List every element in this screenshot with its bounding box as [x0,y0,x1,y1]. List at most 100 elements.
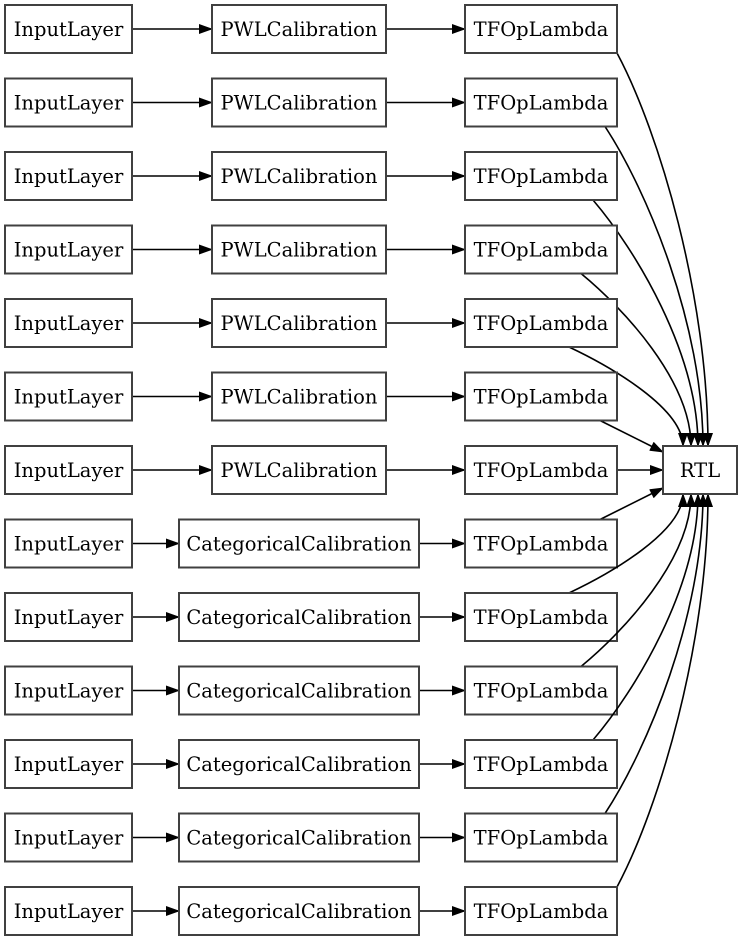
node-input-layer-0: InputLayer [4,4,133,54]
node-categorical-calibration-11: CategoricalCalibration [178,812,420,863]
node-pwl-calibration-3: PWLCalibration [211,224,387,275]
node-pwl-calibration-0-label: PWLCalibration [221,18,378,41]
node-input-layer-6: InputLayer [4,445,133,495]
node-tfop-lambda-2: TFOpLambda [464,151,618,201]
node-categorical-calibration-10-label: CategoricalCalibration [186,753,412,776]
node-pwl-calibration-1-box [211,77,387,128]
node-rtl: RTL [662,445,738,495]
node-input-layer-9-box [4,665,133,716]
node-tfop-lambda-9: TFOpLambda [464,665,618,716]
edge-op-to-rtl-2 [592,199,703,447]
node-input-layer-1-box [4,77,133,128]
node-tfop-lambda-10: TFOpLambda [464,739,618,789]
node-input-layer-4-label: InputLayer [14,312,124,335]
node-pwl-calibration-4: PWLCalibration [211,298,387,348]
node-input-layer-11: InputLayer [4,812,133,863]
node-pwl-calibration-6-label: PWLCalibration [221,459,378,482]
node-tfop-lambda-5-label: TFOpLambda [474,386,609,409]
node-pwl-calibration-3-label: PWLCalibration [221,239,378,262]
node-input-layer-3: InputLayer [4,224,133,275]
node-input-layer-6-box [4,445,133,495]
node-pwl-calibration-1: PWLCalibration [211,77,387,128]
node-categorical-calibration-10-box [178,739,420,789]
node-categorical-calibration-7: CategoricalCalibration [178,518,420,569]
node-pwl-calibration-4-box [211,298,387,348]
edge-op-to-rtl-11 [604,493,708,814]
node-tfop-lambda-10-box [464,739,618,789]
node-input-layer-9: InputLayer [4,665,133,716]
node-tfop-lambda-8-box [464,592,618,642]
node-tfop-lambda-12-box [464,886,618,936]
node-tfop-lambda-2-label: TFOpLambda [474,165,609,188]
node-categorical-calibration-8-box [178,592,420,642]
node-input-layer-7-box [4,518,133,569]
node-pwl-calibration-5: PWLCalibration [211,371,387,422]
node-categorical-calibration-7-label: CategoricalCalibration [186,533,412,556]
node-pwl-calibration-5-box [211,371,387,422]
node-tfop-lambda-7: TFOpLambda [464,518,618,569]
node-input-layer-6-label: InputLayer [14,459,124,482]
node-categorical-calibration-8-label: CategoricalCalibration [186,606,412,629]
node-tfop-lambda-8-label: TFOpLambda [474,606,609,629]
node-input-layer-5-label: InputLayer [14,386,124,409]
node-rtl-box [662,445,738,495]
node-tfop-lambda-3-box [464,224,618,275]
node-tfop-lambda-11-label: TFOpLambda [474,827,609,850]
node-input-layer-4-box [4,298,133,348]
node-input-layer-0-box [4,4,133,54]
node-tfop-lambda-1: TFOpLambda [464,77,618,128]
node-input-layer-11-box [4,812,133,863]
node-tfop-lambda-7-label: TFOpLambda [474,533,609,556]
node-tfop-lambda-4-label: TFOpLambda [474,312,609,335]
node-pwl-calibration-4-label: PWLCalibration [221,312,378,335]
node-tfop-lambda-6: TFOpLambda [464,445,618,495]
node-input-layer-2: InputLayer [4,151,133,201]
edge-op-to-rtl-8 [568,493,688,594]
node-pwl-calibration-0-box [211,4,387,54]
edge-op-to-rtl-1 [604,126,708,447]
node-tfop-lambda-5: TFOpLambda [464,371,618,422]
node-input-layer-3-box [4,224,133,275]
node-tfop-lambda-5-box [464,371,618,422]
node-categorical-calibration-7-box [178,518,420,569]
node-input-layer-10-label: InputLayer [14,753,124,776]
node-input-layer-11-label: InputLayer [14,827,124,850]
node-input-layer-1: InputLayer [4,77,133,128]
node-tfop-lambda-12: TFOpLambda [464,886,618,936]
node-tfop-lambda-6-label: TFOpLambda [474,459,609,482]
node-tfop-lambda-0-box [464,4,618,54]
node-pwl-calibration-2: PWLCalibration [211,151,387,201]
node-pwl-calibration-5-label: PWLCalibration [221,386,378,409]
node-categorical-calibration-12-label: CategoricalCalibration [186,900,412,923]
node-input-layer-2-box [4,151,133,201]
node-input-layer-10-box [4,739,133,789]
node-input-layer-5-box [4,371,133,422]
node-input-layer-10: InputLayer [4,739,133,789]
node-input-layer-12-label: InputLayer [14,900,124,923]
node-tfop-lambda-1-box [464,77,618,128]
edge-op-to-rtl-4 [568,346,688,447]
node-input-layer-3-label: InputLayer [14,239,124,262]
node-input-layer-2-label: InputLayer [14,165,124,188]
edge-op-to-rtl-0 [616,52,713,447]
node-tfop-lambda-4: TFOpLambda [464,298,618,348]
node-categorical-calibration-9-label: CategoricalCalibration [186,680,412,703]
node-pwl-calibration-2-label: PWLCalibration [221,165,378,188]
node-input-layer-5: InputLayer [4,371,133,422]
node-tfop-lambda-3: TFOpLambda [464,224,618,275]
node-categorical-calibration-9-box [178,665,420,716]
edge-op-to-rtl-3 [580,272,696,447]
node-tfop-lambda-8: TFOpLambda [464,592,618,642]
node-tfop-lambda-10-label: TFOpLambda [474,753,609,776]
node-tfop-lambda-3-label: TFOpLambda [474,239,609,262]
node-tfop-lambda-1-label: TFOpLambda [474,92,609,115]
node-input-layer-8: InputLayer [4,592,133,642]
node-tfop-lambda-11: TFOpLambda [464,812,618,863]
node-pwl-calibration-3-box [211,224,387,275]
node-tfop-lambda-7-box [464,518,618,569]
node-tfop-lambda-4-box [464,298,618,348]
edge-op-to-rtl-5 [599,419,664,453]
node-pwl-calibration-0: PWLCalibration [211,4,387,54]
node-tfop-lambda-12-label: TFOpLambda [474,900,609,923]
node-tfop-lambda-2-box [464,151,618,201]
